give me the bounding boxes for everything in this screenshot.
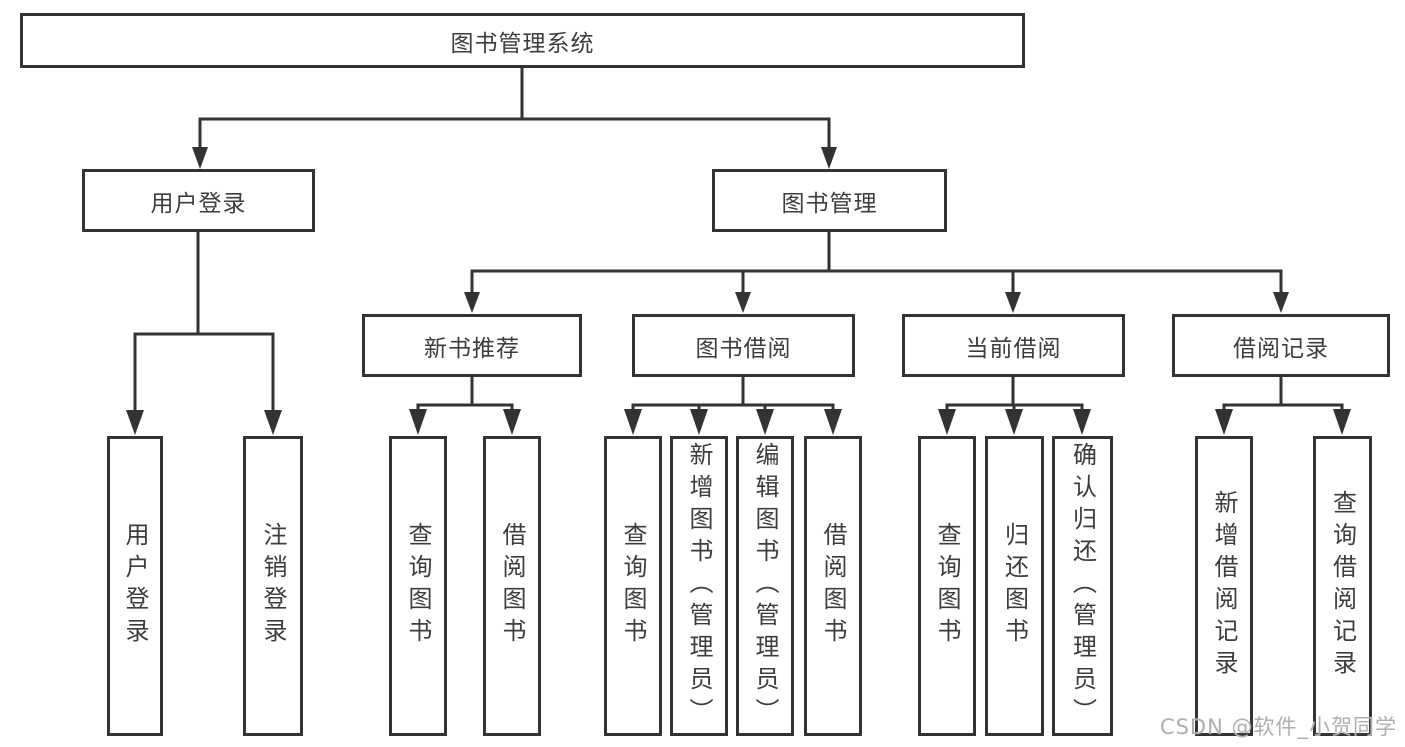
- node-leaf-query-borrow-record-label: 查询借阅记录: [1328, 490, 1357, 682]
- node-leaf-query-books-borrow: 查询图书: [604, 436, 662, 736]
- node-leaf-edit-books-admin-label: 编辑图书（管理员）: [751, 442, 779, 730]
- arrow-down-icon: [1273, 292, 1289, 313]
- node-root: 图书管理系统: [20, 13, 1025, 68]
- arrow-down-icon: [938, 409, 956, 435]
- arrow-down-icon: [264, 410, 282, 435]
- node-leaf-confirm-return-admin: 确认归还（管理员）: [1052, 436, 1113, 736]
- arrow-down-icon: [756, 409, 774, 435]
- node-book-management: 图书管理: [712, 169, 947, 232]
- node-book-management-label: 图书管理: [781, 190, 878, 217]
- node-leaf-return-books: 归还图书: [985, 436, 1044, 736]
- node-leaf-user-login-label: 用户登录: [121, 522, 149, 650]
- node-leaf-add-books-admin: 新增图书（管理员）: [670, 436, 728, 736]
- arrow-down-icon: [464, 292, 480, 313]
- node-user-login-group-label: 用户登录: [150, 190, 247, 217]
- arrow-down-icon: [1005, 409, 1023, 435]
- node-book-borrowing-label: 图书借阅: [695, 335, 792, 362]
- node-current-borrowing: 当前借阅: [902, 314, 1125, 377]
- arrow-down-icon: [824, 409, 842, 435]
- arrow-down-icon: [126, 410, 144, 435]
- arrow-down-icon: [735, 292, 751, 313]
- node-leaf-query-books-current: 查询图书: [918, 436, 976, 736]
- node-leaf-borrow-books: 借阅图书: [804, 436, 862, 736]
- node-leaf-query-books-current-label: 查询图书: [933, 522, 961, 650]
- node-leaf-add-borrow-record-label: 新增借阅记录: [1210, 490, 1238, 682]
- node-borrowing-records-label: 借阅记录: [1233, 335, 1329, 362]
- arrow-down-icon: [1073, 409, 1091, 435]
- node-leaf-query-books-recommend: 查询图书: [389, 436, 447, 736]
- arrow-down-icon: [624, 409, 642, 435]
- node-leaf-user-login: 用户登录: [107, 436, 163, 736]
- node-leaf-add-books-admin-label: 新增图书（管理员）: [685, 442, 713, 730]
- node-root-label: 图书管理系统: [450, 30, 595, 57]
- node-leaf-query-borrow-record: 查询借阅记录: [1313, 436, 1372, 736]
- node-leaf-edit-books-admin: 编辑图书（管理员）: [736, 436, 794, 736]
- node-leaf-query-books-borrow-label: 查询图书: [619, 522, 647, 650]
- node-borrowing-records: 借阅记录: [1172, 314, 1390, 377]
- node-book-borrowing: 图书借阅: [632, 314, 855, 377]
- node-new-book-recommend: 新书推荐: [362, 314, 582, 377]
- arrow-down-icon: [1005, 292, 1021, 313]
- node-leaf-add-borrow-record: 新增借阅记录: [1195, 436, 1253, 736]
- csdn-watermark: CSDN @软件_小贺同学: [1159, 715, 1397, 739]
- arrowheads: [126, 147, 1351, 435]
- arrow-down-icon: [821, 147, 837, 169]
- node-new-book-recommend-label: 新书推荐: [424, 335, 520, 362]
- arrow-down-icon: [503, 409, 521, 435]
- arrow-down-icon: [192, 147, 208, 169]
- node-user-login-group: 用户登录: [82, 169, 315, 232]
- arrow-down-icon: [690, 409, 708, 435]
- node-leaf-borrow-books-recommend: 借阅图书: [483, 436, 541, 736]
- node-leaf-borrow-books-recommend-label: 借阅图书: [498, 522, 526, 650]
- node-leaf-logout-label: 注销登录: [259, 522, 287, 650]
- node-leaf-query-books-recommend-label: 查询图书: [404, 522, 432, 650]
- connector-line: [416, 405, 1344, 412]
- connector-lines: [133, 66, 1344, 412]
- node-current-borrowing-label: 当前借阅: [965, 335, 1062, 362]
- node-leaf-borrow-books-label: 借阅图书: [819, 522, 847, 650]
- node-leaf-logout: 注销登录: [243, 436, 303, 736]
- arrow-down-icon: [1215, 409, 1233, 435]
- arrow-down-icon: [1333, 409, 1351, 435]
- arrow-down-icon: [409, 409, 427, 435]
- node-leaf-return-books-label: 归还图书: [1000, 522, 1029, 650]
- node-leaf-confirm-return-admin-label: 确认归还（管理员）: [1068, 442, 1097, 730]
